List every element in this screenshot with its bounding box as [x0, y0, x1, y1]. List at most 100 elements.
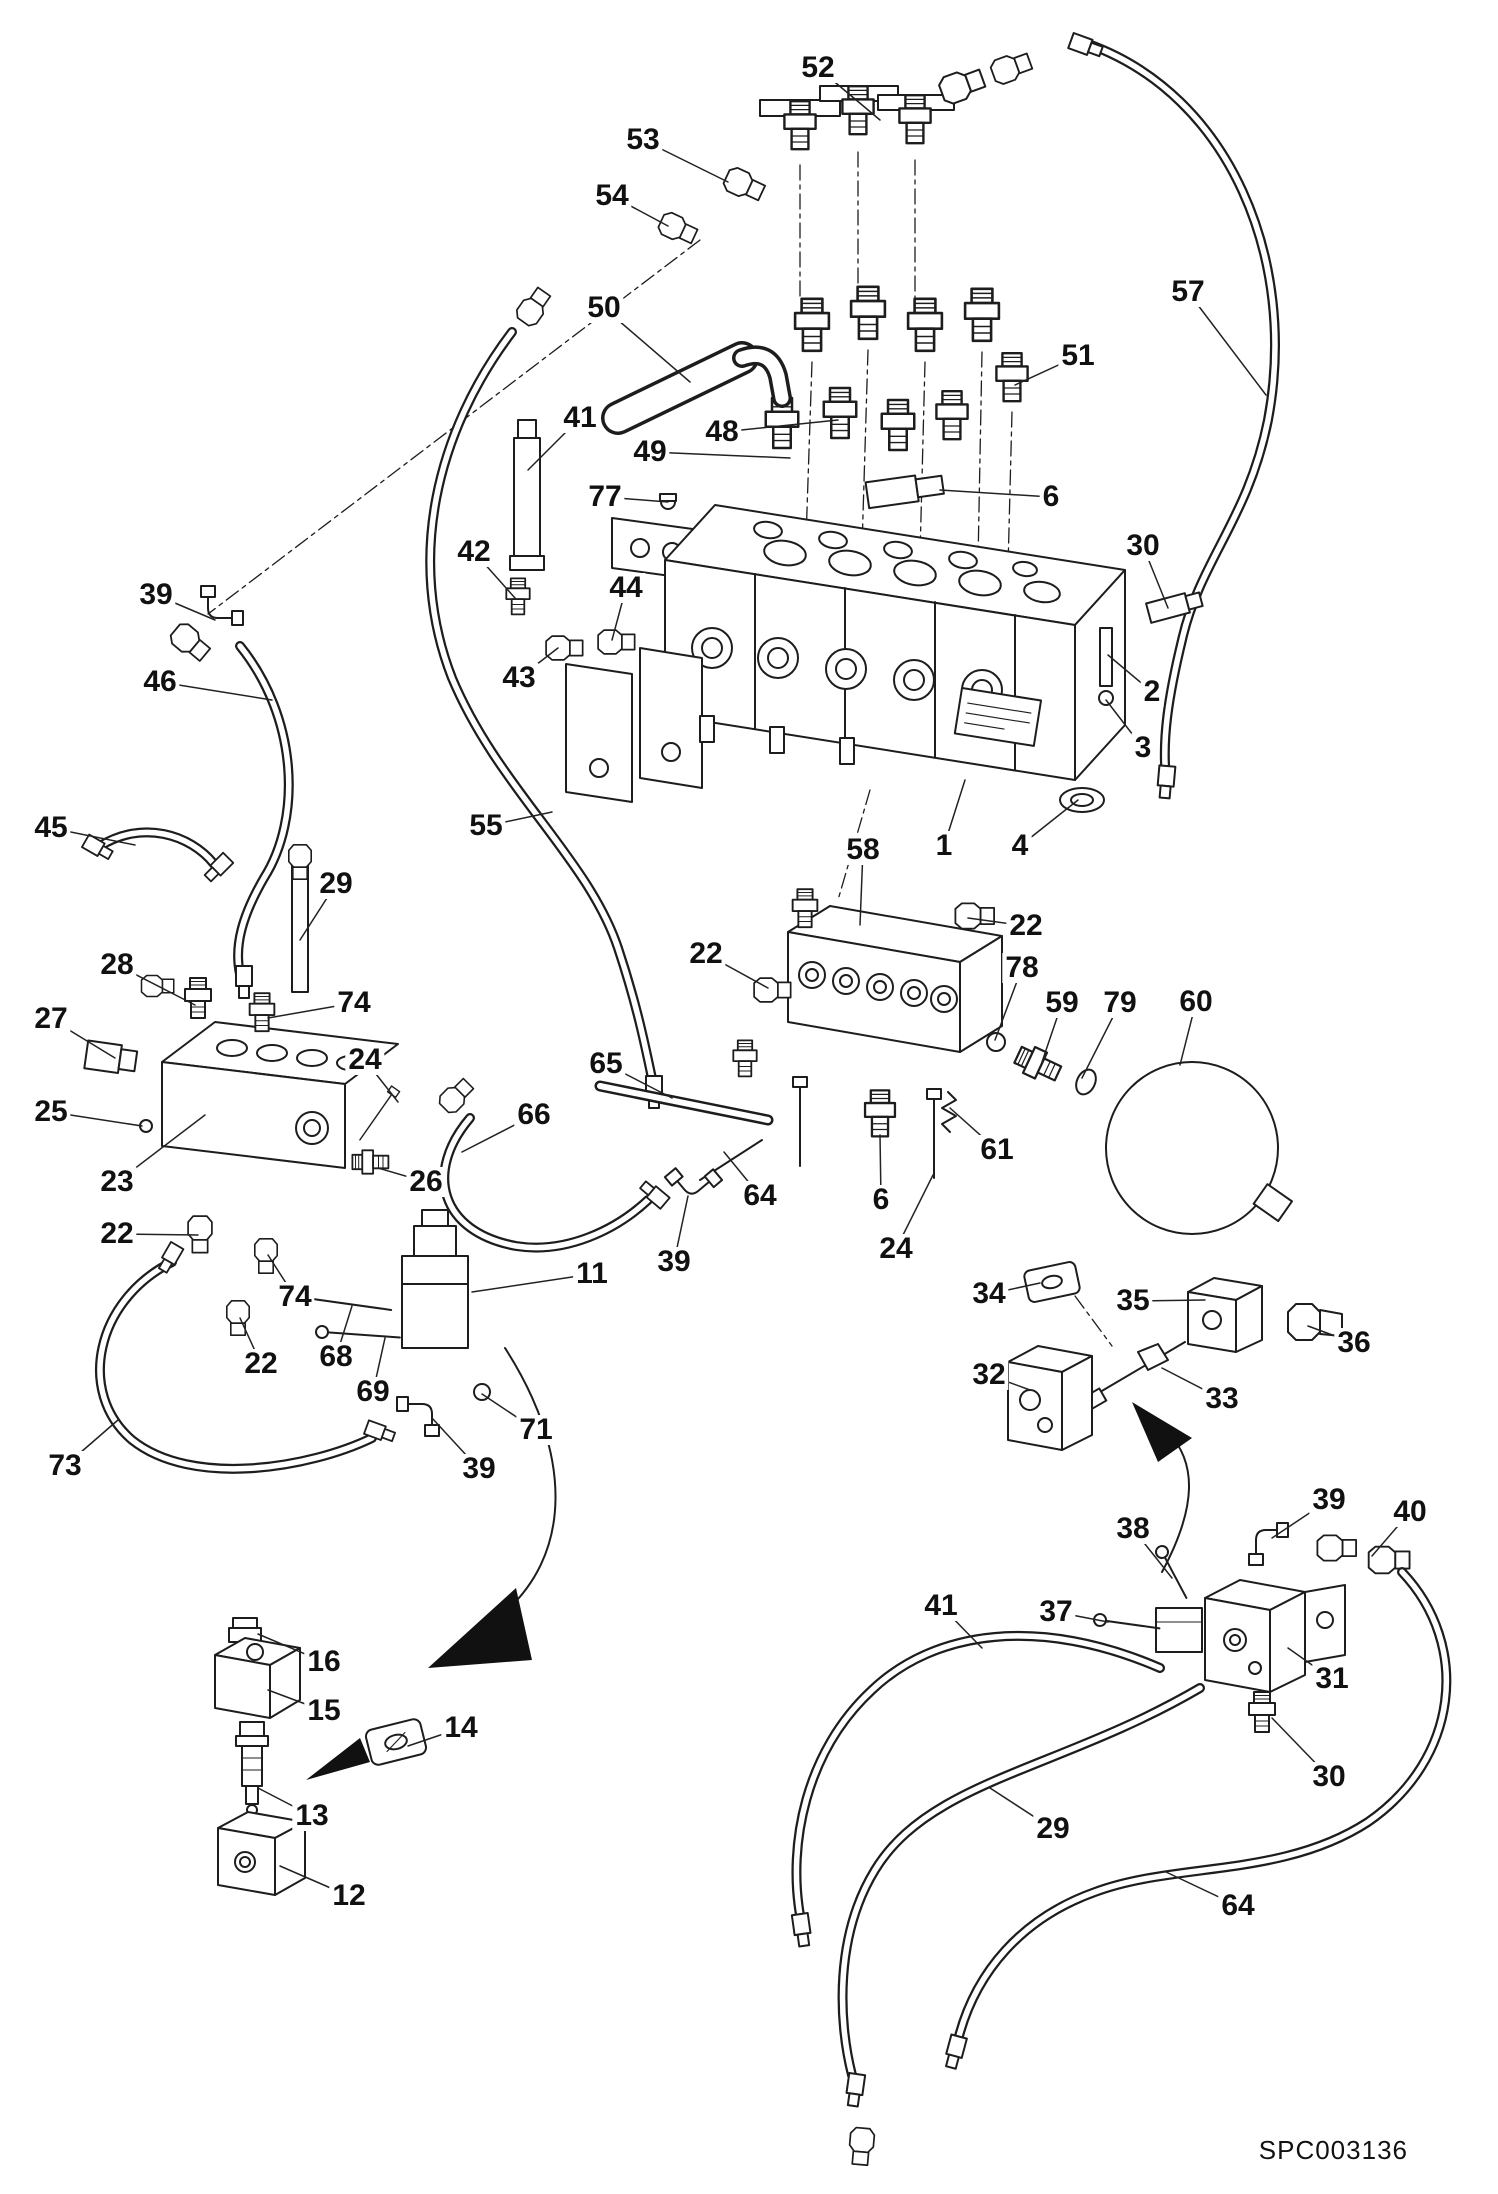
tube-41	[509, 419, 545, 571]
arrow-to-lower-left	[428, 1347, 557, 1668]
callout-11: 11	[573, 1259, 611, 1289]
callout-38: 38	[1113, 1514, 1153, 1544]
plug-27	[83, 1039, 139, 1074]
callout-42: 42	[454, 537, 494, 567]
callout-40: 40	[1390, 1497, 1430, 1527]
callout-39: 39	[459, 1454, 499, 1484]
callout-52: 52	[798, 53, 838, 83]
fitting-30-lower	[1248, 1691, 1276, 1733]
fitting-42	[505, 577, 531, 616]
callout-27: 27	[31, 1004, 71, 1034]
arrow-to-right-detail	[1132, 1402, 1192, 1573]
callout-12: 12	[329, 1881, 369, 1911]
callout-46: 46	[140, 667, 180, 697]
screw-2	[1099, 627, 1113, 687]
right-mid-detail	[1007, 1261, 1343, 1451]
callout-65: 65	[586, 1049, 626, 1079]
callout-30: 30	[1123, 531, 1163, 561]
tag-14	[306, 1718, 428, 1780]
accumulator-60	[1010, 1040, 1293, 1235]
callout-36: 36	[1334, 1328, 1374, 1358]
callout-66: 66	[514, 1100, 554, 1130]
callout-55: 55	[466, 811, 506, 841]
fitting-44	[597, 629, 636, 655]
callout-30: 30	[1309, 1762, 1349, 1792]
hose-55	[425, 284, 663, 1109]
lower-hoses	[790, 1567, 1452, 2167]
callout-22: 22	[241, 1349, 281, 1379]
callout-59: 59	[1042, 988, 1082, 1018]
callout-71: 71	[516, 1415, 556, 1445]
fitting-6-upper	[864, 474, 945, 510]
callout-23: 23	[97, 1167, 137, 1197]
callout-14: 14	[441, 1713, 481, 1743]
leader-line-57	[1187, 291, 1267, 396]
callout-4: 4	[1008, 831, 1032, 861]
washer-78	[986, 1032, 1006, 1052]
washer-79	[1075, 1068, 1097, 1096]
block-31-assembly	[1093, 1522, 1411, 1733]
callout-15: 15	[304, 1696, 344, 1726]
leader-line-11	[471, 1273, 593, 1293]
fitting-40	[1316, 1534, 1357, 1562]
bolt-24-right	[926, 1088, 942, 1179]
bolt-under-58	[792, 1076, 808, 1167]
callout-28: 28	[97, 950, 137, 980]
callout-1: 1	[932, 831, 956, 861]
fitting-30-upper	[1145, 591, 1204, 624]
callout-2: 2	[1140, 677, 1164, 707]
callout-58: 58	[843, 835, 883, 865]
callout-74: 74	[334, 988, 374, 1018]
callout-44: 44	[606, 573, 646, 603]
callout-22: 22	[686, 939, 726, 969]
centerlines	[207, 151, 1113, 1347]
spring-3	[1098, 690, 1114, 706]
callout-13: 13	[292, 1801, 332, 1831]
leader-line-6	[939, 489, 1052, 498]
left-hose-assembly	[81, 585, 313, 999]
callout-39: 39	[654, 1247, 694, 1277]
callout-29: 29	[1033, 1814, 1073, 1844]
callout-49: 49	[630, 437, 670, 467]
hose-50	[601, 341, 792, 435]
callout-50: 50	[584, 293, 624, 323]
callout-54: 54	[592, 181, 632, 211]
callout-68: 68	[316, 1342, 356, 1372]
callout-32: 32	[969, 1360, 1009, 1390]
callout-24: 24	[876, 1234, 916, 1264]
fitting-cluster-mid	[659, 285, 1029, 510]
callout-45: 45	[31, 813, 71, 843]
callout-51: 51	[1058, 341, 1098, 371]
callout-35: 35	[1113, 1286, 1153, 1316]
callout-22: 22	[1006, 911, 1046, 941]
callout-33: 33	[1202, 1384, 1242, 1414]
callout-69: 69	[353, 1377, 393, 1407]
callout-73: 73	[45, 1451, 85, 1481]
elbow-39-right	[1248, 1522, 1289, 1566]
callout-64: 64	[1218, 1891, 1258, 1921]
fitting-43	[545, 635, 584, 661]
manifold-58	[594, 888, 1006, 1209]
hose-57	[1067, 32, 1280, 800]
callout-29: 29	[316, 869, 356, 899]
fitting-59	[1010, 1040, 1066, 1088]
hose-66	[435, 1074, 671, 1253]
callout-34: 34	[969, 1279, 1009, 1309]
callout-6: 6	[869, 1185, 893, 1215]
callout-53: 53	[623, 125, 663, 155]
callout-41: 41	[560, 403, 600, 433]
callout-43: 43	[499, 663, 539, 693]
callout-25: 25	[31, 1097, 71, 1127]
callout-78: 78	[1002, 953, 1042, 983]
callout-41: 41	[921, 1591, 961, 1621]
leader-line-49	[649, 451, 791, 459]
callout-3: 3	[1131, 733, 1155, 763]
callout-60: 60	[1176, 987, 1216, 1017]
fitting-6-lower	[863, 1089, 897, 1138]
callout-16: 16	[304, 1647, 344, 1677]
callout-79: 79	[1100, 988, 1140, 1018]
callout-61: 61	[977, 1135, 1017, 1165]
elbow-39-center	[663, 1149, 724, 1209]
valve-11	[299, 1209, 491, 1437]
fitting-cluster-top	[655, 48, 1035, 249]
